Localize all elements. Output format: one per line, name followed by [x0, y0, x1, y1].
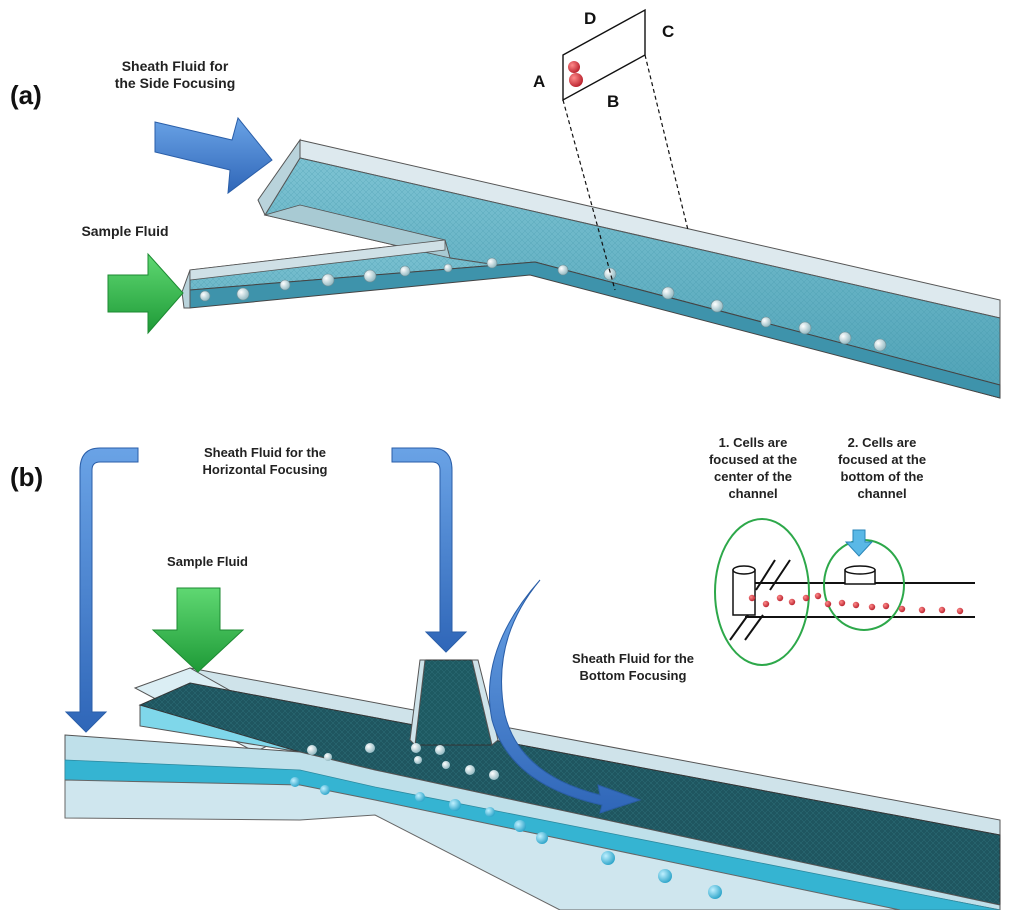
step1-label-line4: channel [728, 486, 778, 501]
step1-label-line3: center of the [713, 469, 792, 484]
side-sheath-label-line2: the Side Focusing [114, 75, 236, 91]
horizontal-sheath-label-line2: Horizontal Focusing [202, 462, 328, 477]
corner-label-c: C [662, 22, 675, 41]
step1-label-line2: focused at the [708, 452, 798, 467]
sample-label-b: Sample Fluid [167, 554, 248, 569]
panel-b-cells [290, 743, 722, 899]
bottom-sheath-label-line1: Sheath Fluid for the [571, 651, 695, 666]
corner-label-a: A [533, 72, 546, 91]
inflow-arrow-icon [844, 529, 874, 557]
bottom-sheath-label: Sheath Fluid for the Bottom Focusing [548, 650, 718, 684]
focused-cell-icon [568, 61, 583, 87]
panel-a-cells [199, 257, 887, 352]
step1-label-line1: 1. Cells are [718, 435, 788, 450]
panel-a-label: (a) [10, 80, 42, 110]
corner-label-d: D [584, 9, 597, 28]
horizontal-sheath-arrow-left-icon [64, 447, 139, 733]
side-sheath-label: Sheath Fluid for the Side Focusing [95, 58, 255, 92]
horizontal-sheath-label-line1: Sheath Fluid for the [203, 445, 327, 460]
sample-arrow-b-icon [151, 587, 245, 673]
panel-b-channel [64, 659, 1001, 910]
step2-label-line3: bottom of the [840, 469, 924, 484]
horizontal-sheath-arrow-right-icon [391, 447, 468, 653]
bottom-sheath-arrow-icon [488, 579, 642, 814]
step2-label-line1: 2. Cells are [847, 435, 917, 450]
cross-section-plane [562, 8, 689, 291]
bottom-sheath-label-line2: Bottom Focusing [579, 668, 687, 683]
horizontal-sheath-label: Sheath Fluid for the Horizontal Focusing [180, 444, 350, 478]
step2-label-line4: channel [857, 486, 907, 501]
side-sheath-label-line1: Sheath Fluid for [121, 58, 229, 74]
sample-label-a: Sample Fluid [81, 223, 169, 239]
panel-a-channel [181, 138, 1001, 399]
step2-label: 2. Cells are focused at the bottom of th… [822, 434, 942, 502]
focusing-schematic [714, 518, 975, 666]
panel-b-label: (b) [10, 462, 44, 492]
corner-label-b: B [607, 92, 620, 111]
sample-arrow-a-icon [107, 252, 184, 335]
step2-label-line2: focused at the [837, 452, 927, 467]
side-sheath-arrow-icon [154, 116, 273, 195]
step1-label: 1. Cells are focused at the center of th… [693, 434, 813, 502]
focused-cells [748, 592, 964, 615]
